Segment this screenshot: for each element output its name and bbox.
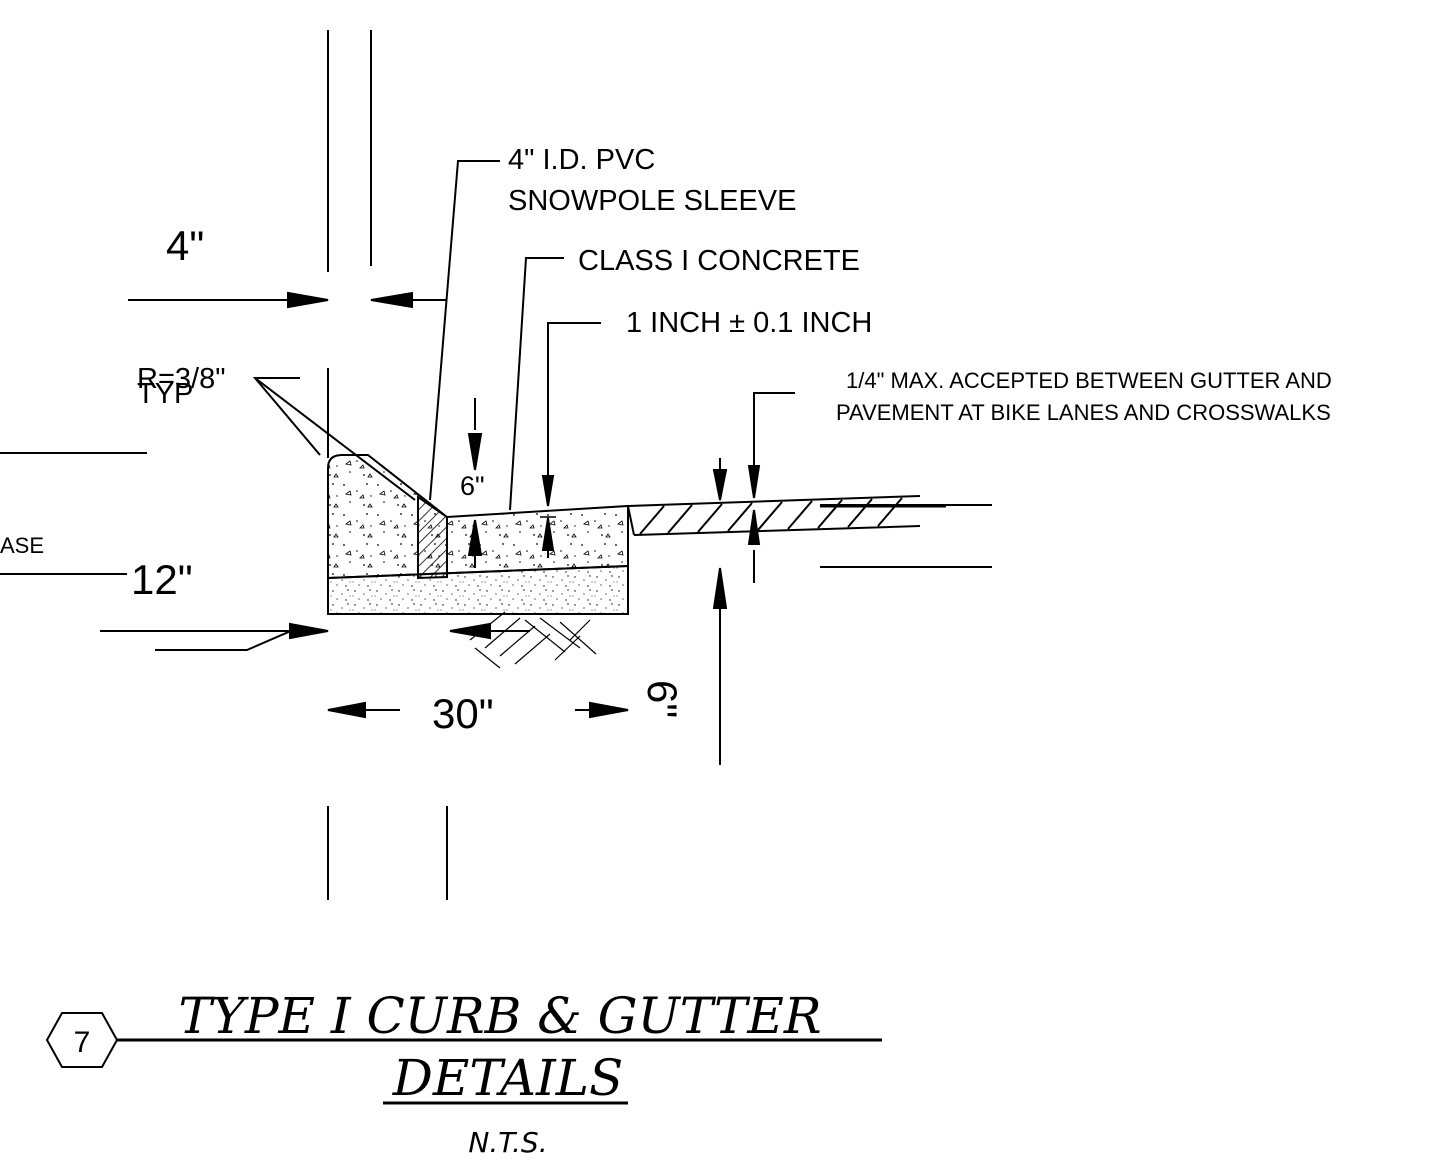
- dim-12in-label: 12": [131, 556, 193, 603]
- pavement-section: [627, 495, 946, 536]
- pvc-snowpole-sleeve: [417, 495, 448, 580]
- pvc-sleeve-label-line2: SNOWPOLE SLEEVE: [508, 185, 797, 217]
- title-line1: TYPE I CURB & GUTTER: [179, 987, 822, 1045]
- max-accepted-label-line2: PAVEMENT AT BIKE LANES AND CROSSWALKS: [836, 400, 1331, 425]
- dim-6in-upper-label: 6": [460, 471, 485, 501]
- title-block: 7 TYPE I CURB & GUTTER DETAILS N.T.S.: [45, 987, 882, 1159]
- dim-6in-rotated-label: 6": [639, 680, 686, 718]
- subgrade-symbol: [469, 611, 597, 669]
- dimension-arrows: [128, 291, 761, 765]
- scale-label: N.T.S.: [468, 1126, 547, 1159]
- dim-30in-label: 30": [432, 690, 494, 737]
- pvc-sleeve-label-line1: 4" I.D. PVC: [508, 144, 655, 176]
- annotation-text: 4" 4" I.D. PVC SNOWPOLE SLEEVE CLASS I C…: [0, 144, 1332, 737]
- max-accepted-label-line1: 1/4" MAX. ACCEPTED BETWEEN GUTTER AND: [846, 368, 1332, 393]
- tolerance-label: 1 INCH ± 0.1 INCH: [626, 307, 872, 339]
- title-line2: DETAILS: [392, 1049, 624, 1107]
- concrete-label: CLASS I CONCRETE: [578, 245, 860, 277]
- detail-number: 7: [74, 1026, 91, 1059]
- base-label-fragment: ASE: [0, 533, 44, 558]
- radius-label-typ: TYP: [137, 378, 193, 410]
- leader-lines: [100, 160, 795, 651]
- radius-label-line1: R=3/8": [137, 363, 226, 395]
- dim-4in-label: 4": [166, 222, 204, 269]
